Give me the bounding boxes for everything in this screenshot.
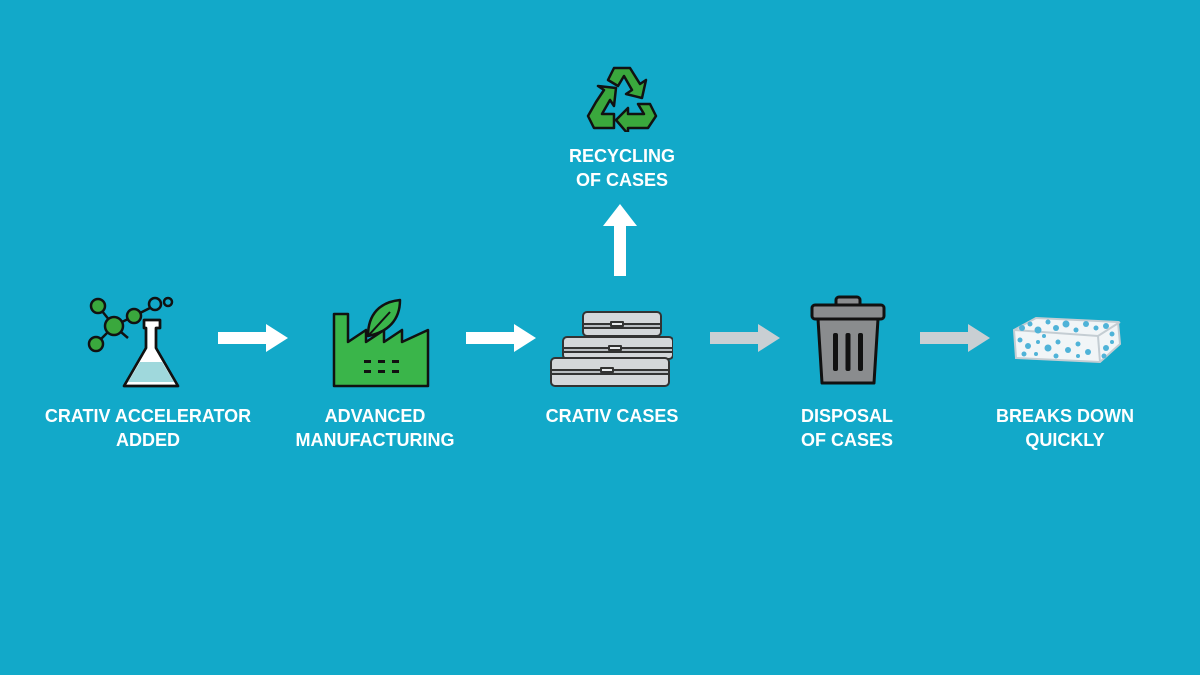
step-label-manufacturing-line-2: MANUFACTURING	[295, 430, 455, 450]
step-label-accelerator-line-2: ADDED	[115, 430, 180, 450]
degrading-case-icon	[1012, 316, 1122, 364]
step-label-manufacturing: ADVANCED MANUFACTURING	[270, 404, 480, 452]
step-label-breakdown-line-2: QUICKLY	[1025, 430, 1105, 450]
arrow-up-to-recycling	[603, 204, 637, 276]
recycling-label-line-2: OF CASES	[575, 170, 668, 190]
arrow-cases-to-disposal	[710, 324, 780, 352]
arrow-manufacturing-to-cases	[466, 324, 536, 352]
step-label-disposal-line-1: DISPOSAL	[800, 406, 893, 426]
step-label-cases: CRATIV CASES	[520, 404, 704, 428]
step-label-accelerator-line-1: CRATIV ACCELERATOR	[44, 406, 252, 426]
factory-icon	[332, 298, 430, 388]
recycling-label-line-1: RECYCLING	[568, 146, 675, 166]
arrow-disposal-to-breakdown	[920, 324, 990, 352]
step-label-cases-line-1: CRATIV CASES	[545, 406, 679, 426]
step-label-manufacturing-line-1: ADVANCED	[324, 406, 426, 426]
step-label-disposal: DISPOSAL OF CASES	[762, 404, 932, 452]
recycling-label: RECYCLING OF CASES	[540, 144, 704, 192]
step-label-disposal-line-2: OF CASES	[800, 430, 893, 450]
trash-bin-icon	[810, 295, 886, 385]
recycle-icon	[586, 66, 658, 132]
stacked-cases-icon	[550, 311, 673, 387]
flask-molecule-icon	[87, 296, 180, 388]
step-label-accelerator: CRATIV ACCELERATOR ADDED	[28, 404, 268, 452]
step-label-breakdown-line-1: BREAKS DOWN	[996, 406, 1134, 426]
step-label-breakdown: BREAKS DOWN QUICKLY	[980, 404, 1150, 452]
arrow-accelerator-to-manufacturing	[218, 324, 288, 352]
